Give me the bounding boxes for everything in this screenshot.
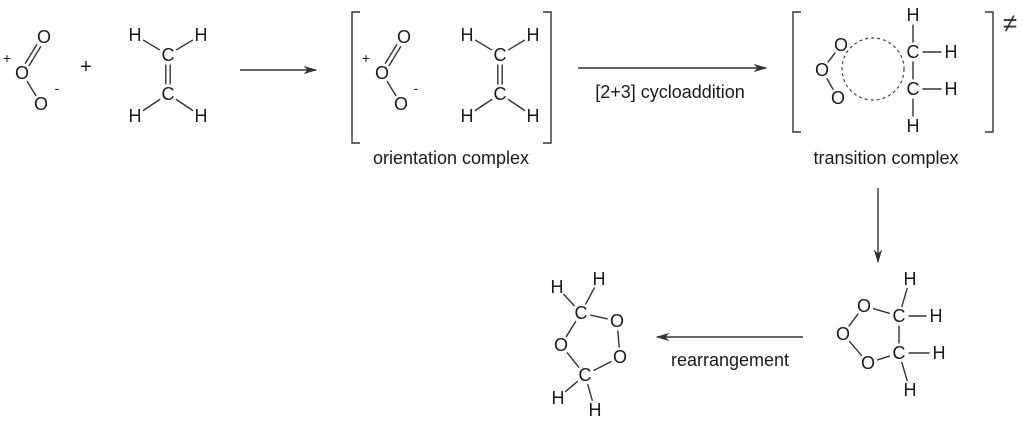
- ozone-charge-plus-1: +: [3, 50, 11, 66]
- single-bond: [590, 314, 608, 320]
- eth-h-tr-2: H: [527, 25, 540, 45]
- ozone-o-top-1: O: [37, 27, 51, 47]
- so-c-bottom: C: [579, 365, 592, 385]
- ts-o-bottom: O: [831, 88, 845, 108]
- eth-h-tl-2: H: [461, 25, 474, 45]
- eth-c-bottom-2: C: [494, 84, 507, 104]
- double-bond: [388, 45, 402, 67]
- so-o-right-bottom: O: [613, 347, 627, 367]
- ozone-charge-minus-1: -: [55, 80, 60, 96]
- eth-c-top-2: C: [494, 45, 507, 65]
- so-h-tl: H: [551, 277, 564, 297]
- ts-h-right-top: H: [945, 42, 958, 62]
- so-o-left: O: [554, 335, 568, 355]
- eth-h-bl-1: H: [129, 106, 142, 126]
- ts-c-bottom: C: [907, 79, 920, 99]
- ozone-charge-plus-2: +: [362, 50, 370, 66]
- eth-h-bl-2: H: [461, 106, 474, 126]
- ozone-o-bottom-1: O: [34, 94, 48, 114]
- ozone-o-bottom-2: O: [394, 94, 408, 114]
- single-bond: [175, 98, 194, 112]
- single-bond: [901, 361, 908, 382]
- so-h-br: H: [589, 400, 602, 420]
- orientation-complex-left-bracket: [351, 11, 360, 144]
- eth-h-tr-1: H: [195, 25, 208, 45]
- transition-complex-left-bracket: [792, 11, 801, 133]
- single-bond: [565, 320, 577, 338]
- po-o-mid: O: [836, 324, 850, 344]
- eth-c-bottom-1: C: [162, 84, 175, 104]
- single-bond: [848, 313, 859, 327]
- single-bond: [142, 39, 161, 51]
- single-bond: [586, 383, 594, 402]
- transition-state-symbol: ≠: [1003, 8, 1017, 38]
- ts-h-bottom: H: [907, 116, 920, 136]
- so-c-top: C: [575, 303, 588, 323]
- po-o-bottom: O: [861, 353, 875, 373]
- single-bond: [507, 98, 526, 112]
- ts-o-mid: O: [815, 60, 829, 80]
- transition-complex-right-bracket: [985, 11, 994, 133]
- eth-h-br-1: H: [195, 106, 208, 126]
- single-bond: [26, 80, 37, 97]
- single-bond: [474, 39, 493, 51]
- po-h-bottom: H: [904, 380, 917, 400]
- single-bond: [872, 307, 891, 315]
- ts-c-top: C: [907, 42, 920, 62]
- po-h-right-top: H: [930, 306, 943, 326]
- po-c-top: C: [893, 306, 906, 326]
- single-bond: [827, 52, 836, 63]
- ozone-o-top-2: O: [397, 27, 411, 47]
- eth-h-tl-1: H: [129, 25, 142, 45]
- single-bond: [562, 293, 576, 307]
- double-bond: [28, 45, 42, 67]
- orientation-complex-label: orientation complex: [373, 148, 529, 168]
- single-bond: [564, 380, 579, 393]
- ts-h-top: H: [907, 5, 920, 25]
- so-o-right-top: O: [610, 311, 624, 331]
- ts-h-right-bottom: H: [945, 79, 958, 99]
- transition-complex-label: transition complex: [813, 148, 958, 168]
- po-h-top: H: [904, 269, 917, 289]
- orientation-complex-right-bracket: [543, 11, 552, 144]
- single-bond: [826, 77, 834, 91]
- single-bond: [876, 355, 891, 361]
- ozone-charge-minus-2: -: [414, 80, 419, 96]
- eth-c-top-1: C: [162, 45, 175, 65]
- double-bond: [384, 43, 398, 65]
- po-o-top: O: [857, 296, 871, 316]
- single-bond: [848, 340, 863, 357]
- single-bond: [507, 39, 526, 51]
- po-c-bottom: C: [893, 343, 906, 363]
- cycloaddition-label: [2+3] cycloaddition: [595, 82, 745, 102]
- single-bond: [474, 98, 493, 112]
- ozone-o-central-2: O: [375, 63, 389, 83]
- eth-h-br-2: H: [527, 106, 540, 126]
- rearrangement-label: rearrangement: [671, 350, 789, 370]
- po-h-right-bottom: H: [933, 343, 946, 363]
- bonds: [24, 24, 942, 402]
- so-h-bl: H: [552, 388, 565, 408]
- single-bond: [617, 330, 620, 348]
- single-bond: [584, 287, 596, 305]
- plus-sign: +: [80, 56, 92, 78]
- double-bond: [24, 43, 38, 65]
- single-bond: [175, 39, 194, 51]
- single-bond: [901, 287, 908, 308]
- single-bond: [566, 351, 580, 369]
- transition-dashed-ring: [841, 37, 905, 101]
- single-bond: [142, 98, 161, 112]
- ts-o-top: O: [834, 35, 848, 55]
- single-bond: [386, 80, 397, 97]
- single-bond: [593, 360, 612, 372]
- so-h-tr: H: [593, 269, 606, 289]
- ozone-o-central-1: O: [15, 63, 29, 83]
